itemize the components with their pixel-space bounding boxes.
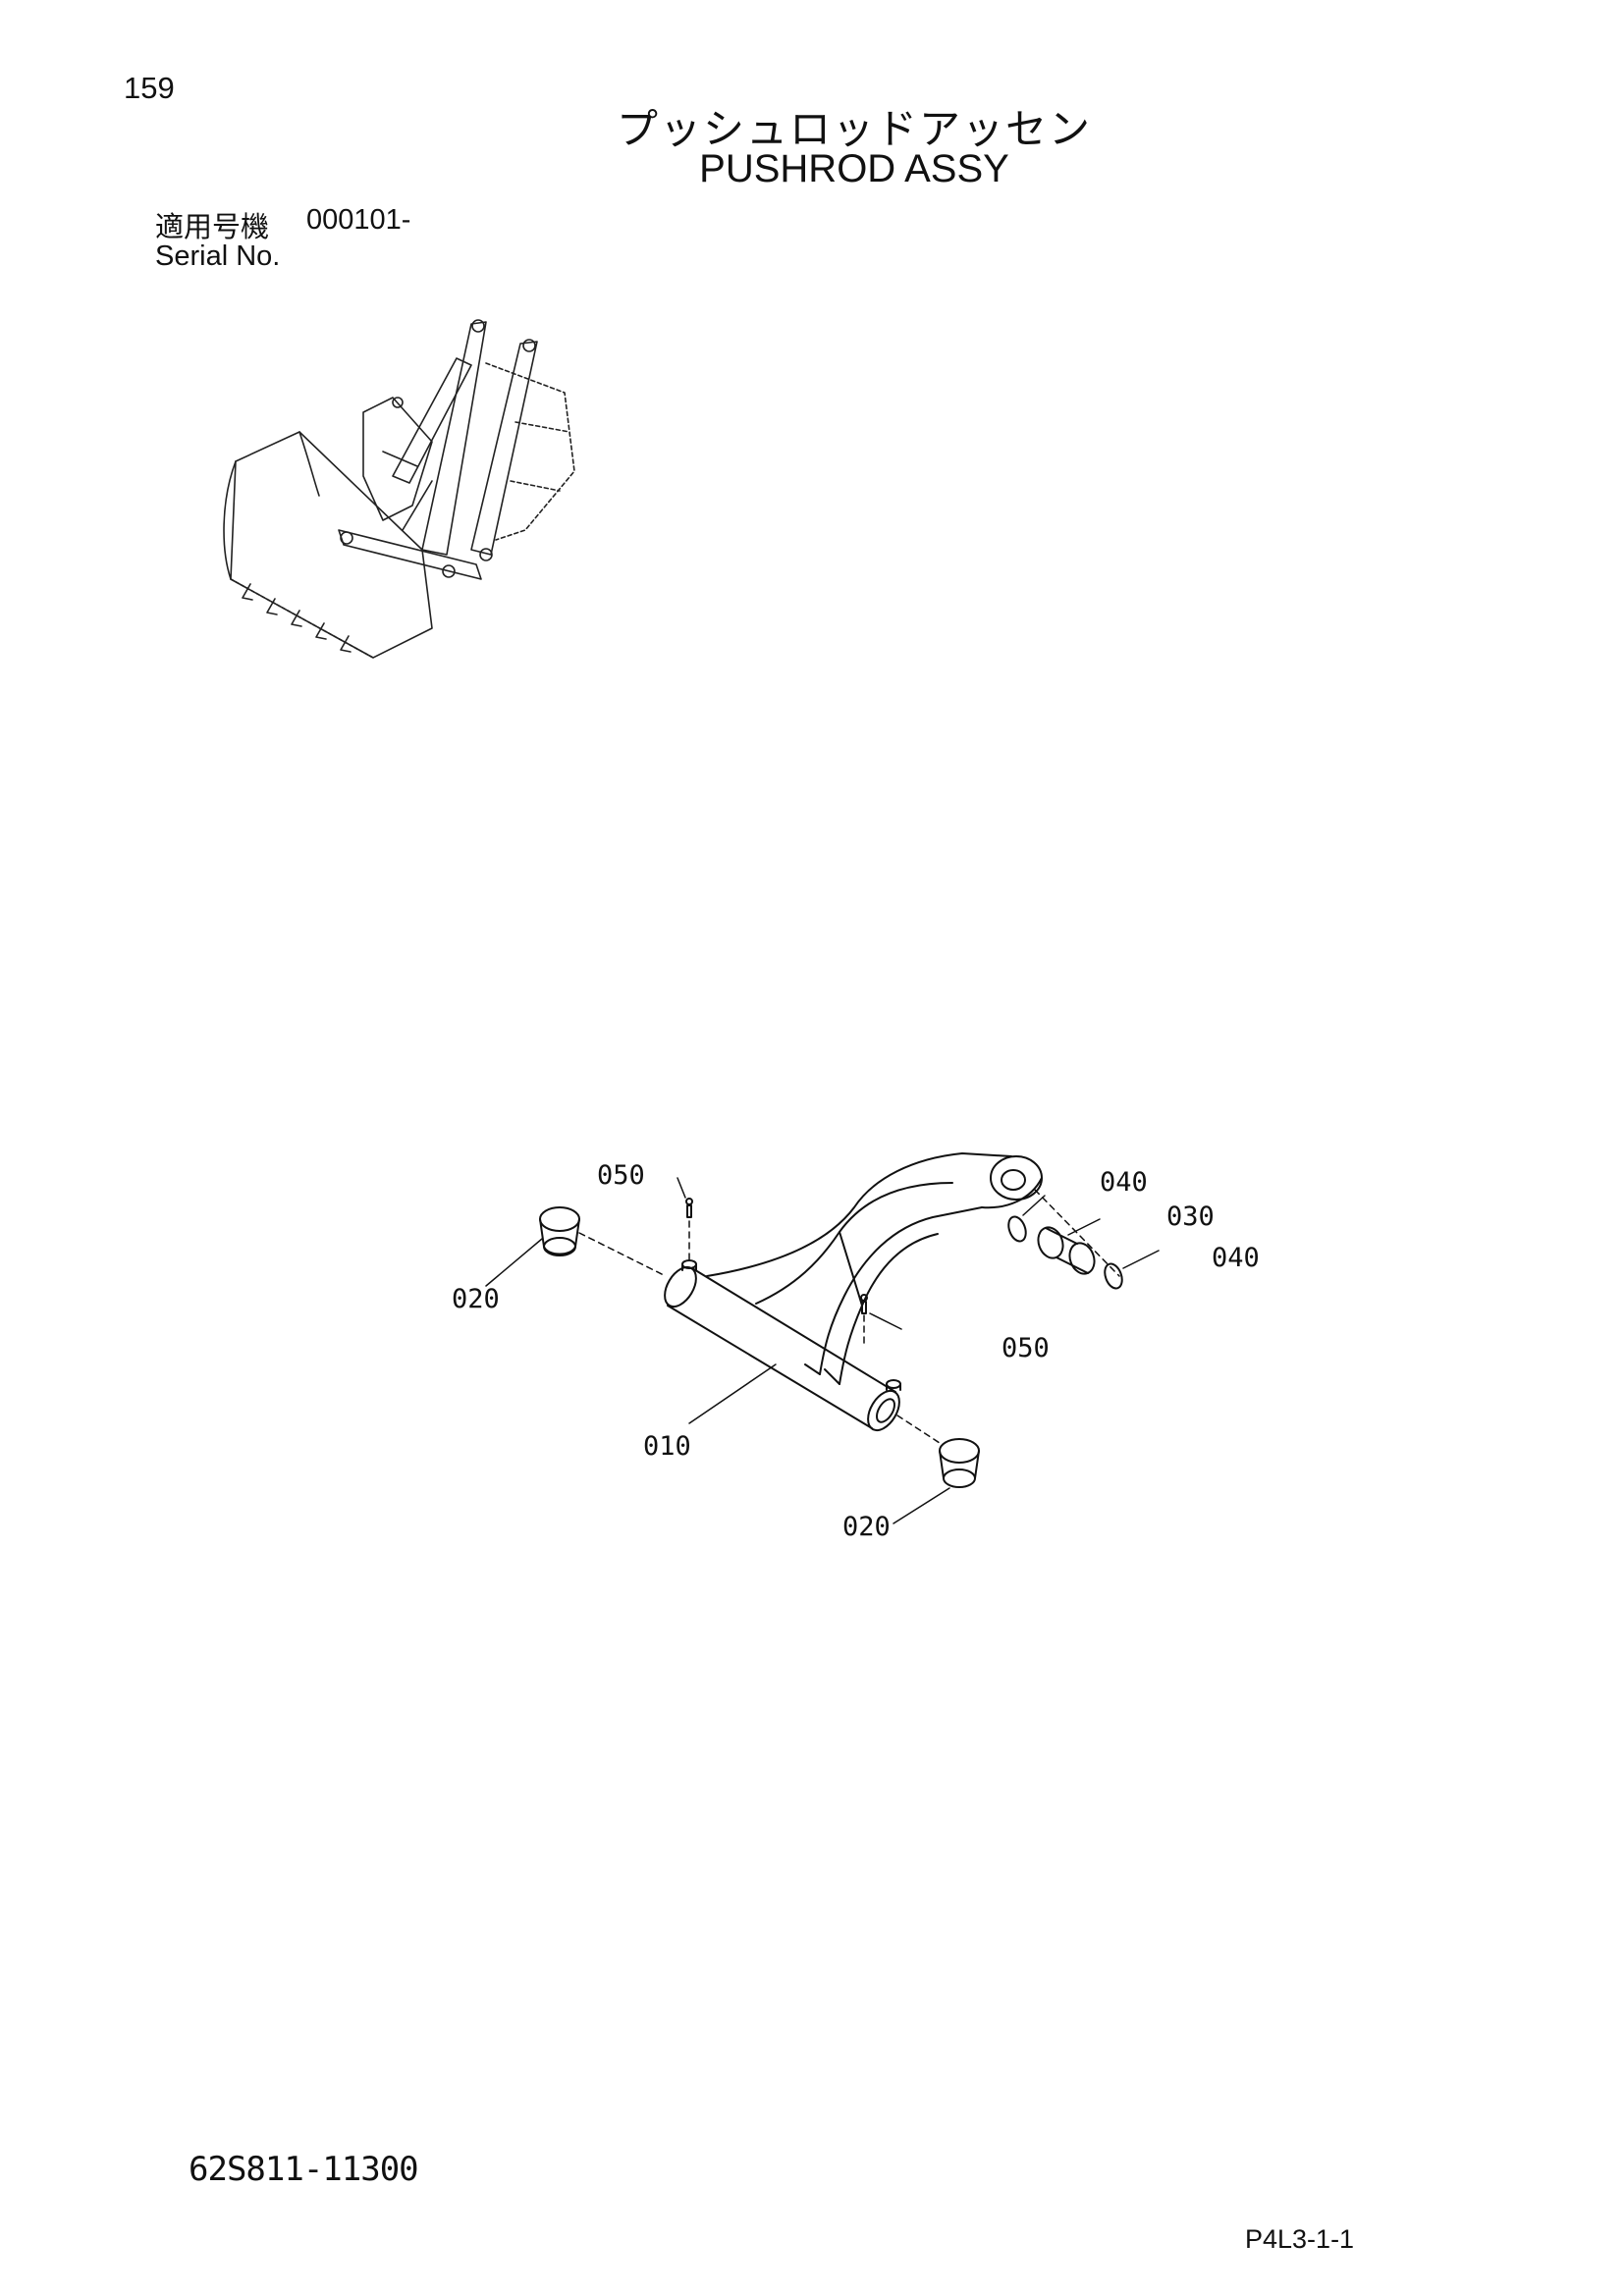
bushing-left <box>539 1206 580 1256</box>
callout-030: 030 <box>1166 1201 1215 1232</box>
page-title-japanese: プッシュロッドアッセン <box>616 105 1092 153</box>
assembly-centerlines <box>578 1189 1120 1446</box>
bucket-side-edge <box>298 431 320 497</box>
callout-050-top: 050 <box>597 1160 645 1191</box>
seal-rings <box>1007 1215 1123 1290</box>
pin-joints <box>340 319 536 578</box>
bushing-right <box>939 1438 980 1488</box>
pushrod-upper-arm <box>706 1152 1012 1385</box>
exploded-view-drawing: 050 020 040 030 040 050 010 020 <box>452 1152 1260 1542</box>
location-thumbnail-drawing <box>223 319 575 659</box>
bucket-outline <box>230 431 433 659</box>
pushrod-arm-eye <box>981 1155 1043 1209</box>
serial-label: Serial No. <box>155 240 281 272</box>
bucket-cutting-edge <box>230 578 374 659</box>
callout-020-right: 020 <box>842 1512 891 1542</box>
bell-crank-rib <box>382 451 418 467</box>
frame-detail <box>510 421 570 492</box>
spacer-sleeve <box>1037 1226 1096 1275</box>
page-number: 159 <box>124 71 175 105</box>
grease-port-bosses <box>681 1259 901 1391</box>
frame-outline <box>485 362 575 541</box>
bell-crank <box>362 397 433 521</box>
bucket-teeth <box>242 583 352 653</box>
part-code: 62S811-11300 <box>189 2150 419 2189</box>
callout-010: 010 <box>643 1431 691 1462</box>
lift-arm-left <box>421 321 487 556</box>
tilt-cylinder <box>392 357 472 484</box>
leader-lines <box>485 1177 1160 1524</box>
bucket-back-curve <box>223 460 237 580</box>
grease-fittings <box>685 1198 868 1314</box>
page-reference: P4L3-1-1 <box>1245 2224 1355 2254</box>
callout-040-right: 040 <box>1212 1243 1260 1273</box>
callout-020-left: 020 <box>452 1284 500 1314</box>
pushrod-main-tube <box>664 1265 900 1432</box>
callout-040-top: 040 <box>1100 1167 1148 1198</box>
lift-arm-right <box>470 341 538 556</box>
page-title: PUSHROD ASSY <box>699 147 1009 190</box>
serial-range: 000101- <box>306 204 411 236</box>
callout-050-right: 050 <box>1001 1333 1050 1363</box>
pushrod-arm <box>402 480 433 531</box>
serial-label-japanese: 適用号機 <box>155 210 270 243</box>
pushrod-thumbnail <box>338 529 482 580</box>
